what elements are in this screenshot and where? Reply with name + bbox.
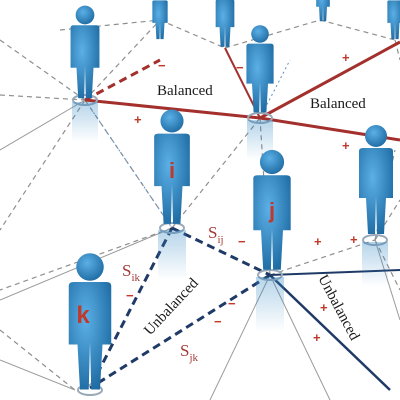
node-label-k: k xyxy=(76,302,90,329)
sign-minus: − xyxy=(158,58,166,73)
sign-plus: + xyxy=(342,50,350,65)
sign-minus: − xyxy=(214,314,222,329)
reflections xyxy=(72,102,388,332)
balanced-label-right: Balanced xyxy=(310,96,366,112)
sign-plus: + xyxy=(350,232,358,247)
sign-plus: + xyxy=(320,300,328,315)
edge-jk xyxy=(89,273,271,390)
edge-labels: Sij Sik Sjk xyxy=(122,223,224,364)
sign-plus: + xyxy=(313,330,321,345)
unbalanced-edge-right-a xyxy=(269,274,391,391)
balanced-edge-right-top xyxy=(259,40,400,120)
balanced-label-left: Balanced xyxy=(157,83,213,99)
edge-label-jk: Sjk xyxy=(180,341,199,364)
edge-ij xyxy=(171,226,271,277)
sign-minus: − xyxy=(126,288,134,303)
sign-plus: + xyxy=(342,138,350,153)
sign-plus: + xyxy=(134,112,142,127)
sign-plus: + xyxy=(314,234,322,249)
balanced-edge-left-top xyxy=(84,58,161,102)
node-label-j: j xyxy=(268,198,275,223)
edge-label-ij: Sij xyxy=(208,223,224,246)
node-labels: i j k xyxy=(76,158,275,329)
node-label-i: i xyxy=(169,158,175,183)
edge-label-ik: Sik xyxy=(122,261,141,284)
balanced-edge-left-bottom xyxy=(84,98,261,120)
sign-marks: − − + + − + + − − + + − + xyxy=(126,50,358,345)
sign-minus: − xyxy=(238,234,246,249)
sign-minus: − xyxy=(236,60,244,75)
sign-minus: − xyxy=(228,296,236,311)
